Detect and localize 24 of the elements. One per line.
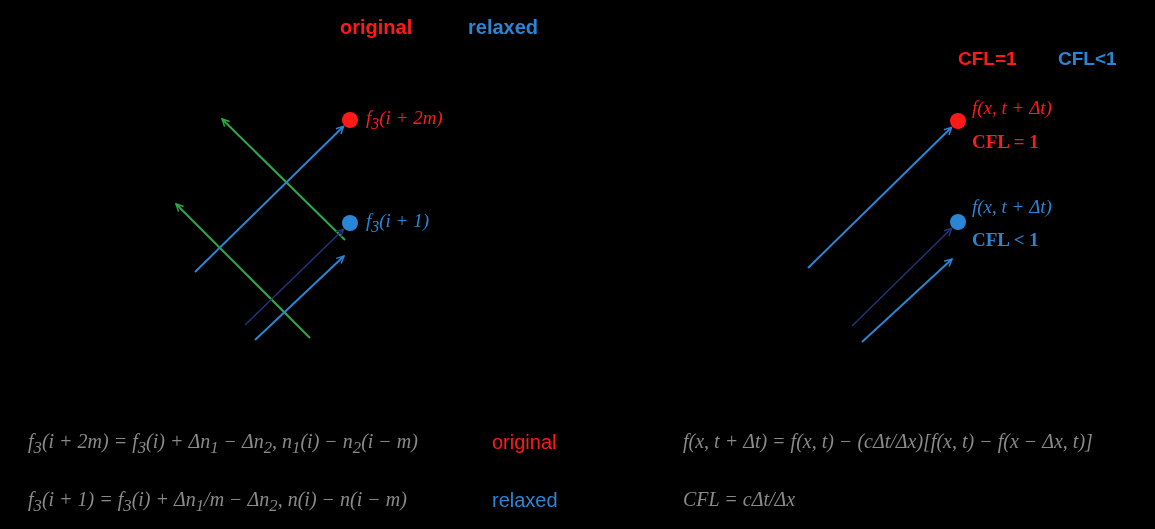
scheme-label: original <box>492 431 557 453</box>
scheme-label: relaxed <box>468 16 539 38</box>
arrow <box>194 125 345 273</box>
condition-label: CFL < 1 <box>972 230 1039 251</box>
scheme-label: CFL=1 <box>958 49 1017 70</box>
scheme-label: relaxed <box>492 489 558 511</box>
point-marker <box>950 214 966 230</box>
scheme-label: original <box>340 16 413 38</box>
arrow <box>807 126 953 269</box>
condition-label: CFL = 1 <box>972 132 1039 153</box>
formula-label: f$_{3}$(i + 2m) <box>366 108 443 133</box>
formula-label: f(x, t + Δt) <box>972 197 1052 218</box>
scheme-label: CFL<1 <box>1058 49 1117 70</box>
equation: CFL = cΔt/Δx <box>683 488 796 510</box>
arrow <box>851 227 953 327</box>
equation: f$_{3}$(i + 2m) = f$_{3}$(i) + Δn$_{1}$ − Δn$_{2}$, n$_{1}$(i) − n$_{2}$(i − m) <box>28 430 418 458</box>
point-marker <box>342 215 358 231</box>
formula-label: f$_{3}$(i + 1) <box>366 211 429 236</box>
equation: f(x, t + Δt) = f(x, t) − (cΔt/Δx)[f(x, t) − f(x − Δx, t)] <box>683 430 1093 452</box>
equation: f$_{3}$(i + 1) = f$_{3}$(i) + Δn$_{1}$/m − Δn$_{2}$, n(i) − n(i − m) <box>28 488 407 516</box>
point-marker <box>342 112 358 128</box>
point-marker <box>950 113 966 129</box>
arrow <box>244 228 345 326</box>
formula-label: f(x, t + Δt) <box>972 98 1052 119</box>
